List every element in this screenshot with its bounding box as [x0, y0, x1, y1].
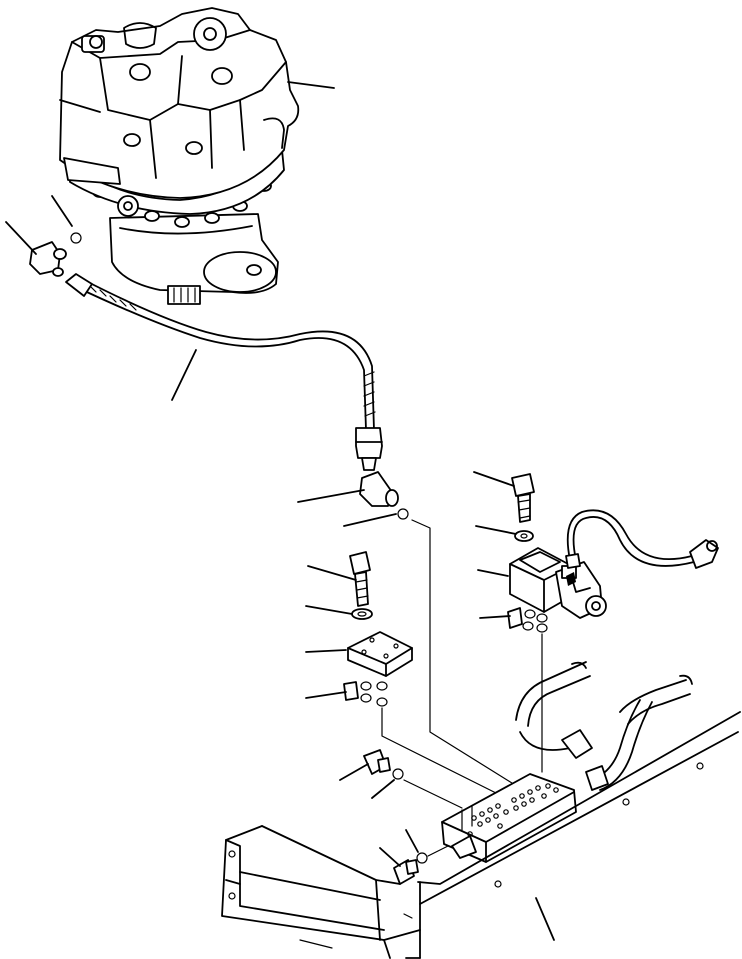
- valve-elbow-fitting: [359, 471, 409, 520]
- solenoid-wire: [565, 509, 719, 569]
- leader-cover-bolt: [307, 565, 357, 581]
- revolving-frame: [221, 711, 741, 959]
- assembly-line-2: [381, 707, 499, 795]
- swing-motor: [59, 7, 300, 305]
- leader-elbow: [5, 221, 37, 255]
- leader-plug-upper-oring: [371, 779, 395, 799]
- valve-block: [441, 773, 577, 863]
- assembly-line-4: [403, 779, 463, 809]
- cover-orings: [343, 681, 388, 707]
- leader-block-cover: [305, 649, 347, 653]
- leader-cover-washer: [305, 605, 353, 615]
- leader-solenoid-washer: [475, 525, 517, 535]
- leader-plug-upper: [339, 763, 369, 781]
- solenoid-washer: [514, 530, 534, 542]
- solenoid-valve: [509, 547, 607, 619]
- leader-oring-motor: [51, 195, 73, 227]
- leader-frame: [535, 897, 555, 941]
- hose-assembly: [65, 273, 383, 471]
- block-cover: [347, 631, 413, 677]
- leader-hose: [171, 349, 197, 401]
- assembly-line-5: [427, 845, 449, 857]
- leader-plug-lower-oring: [405, 829, 419, 853]
- plug-lower: [393, 852, 428, 885]
- solenoid-orings: [507, 607, 548, 633]
- leader-motor: [287, 81, 335, 89]
- leader-oring-valve: [343, 513, 397, 527]
- leader-solenoid-valve: [477, 569, 509, 577]
- motor-elbow-fitting: [29, 232, 82, 277]
- assembly-line-1: [411, 519, 521, 789]
- leader-solenoid-orings: [479, 615, 511, 619]
- cover-washer: [351, 608, 373, 620]
- leader-cover-orings: [305, 691, 347, 699]
- leader-valve-elbow: [297, 489, 365, 503]
- leader-plug-lower: [379, 847, 401, 867]
- background-lines: [515, 661, 693, 791]
- cover-bolt: [349, 551, 371, 607]
- plug-upper: [363, 749, 404, 780]
- leader-solenoid-bolt: [473, 471, 515, 487]
- solenoid-bolt: [511, 473, 535, 523]
